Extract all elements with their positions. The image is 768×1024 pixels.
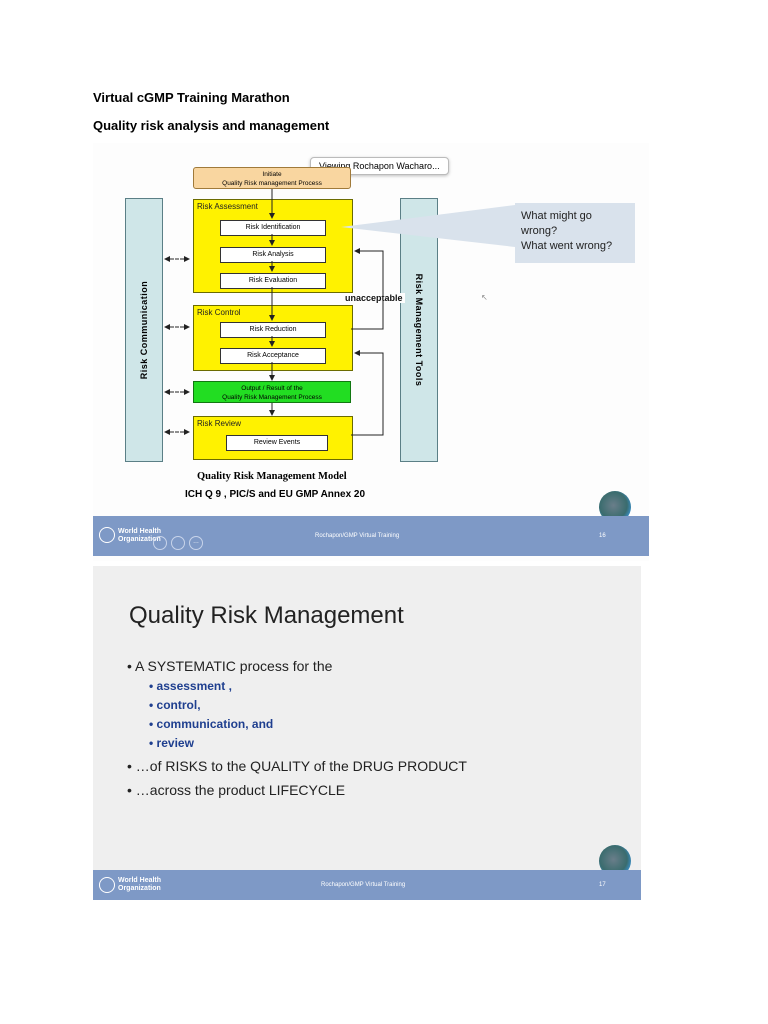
sub-item-text: assessment , [156,679,232,693]
bullet-3: • …across the product LIFECYCLE [127,782,346,798]
risk-analysis-box: Risk Analysis [220,247,326,263]
cursor-icon: ↖ [481,293,488,302]
bullet-2: • …of RISKS to the QUALITY of the DRUG P… [127,758,467,774]
risk-review-label: Risk Review [197,419,242,428]
control-icon[interactable] [153,536,167,550]
sub-item-text: review [156,736,194,750]
model-title: Quality Risk Management Model [197,471,347,482]
slide-footer: World Health Organization … Rochapon/GMP… [93,516,649,556]
more-options-icon[interactable]: … [189,536,203,550]
unacceptable-label: unacceptable [343,293,405,303]
sub-item: • control, [149,698,201,712]
slide-title: Quality Risk Management [129,602,404,629]
bullet-1-text: A SYSTEMATIC process for the [135,658,333,674]
slide-17: Quality Risk Management • A SYSTEMATIC p… [93,566,641,900]
bullet-2-text: …of RISKS to the QUALITY of the DRUG PRO… [135,758,467,774]
risk-review-box: Risk Review Review Events [193,416,353,460]
who-line-1: World Health [118,528,162,535]
sub-item: • communication, and [149,717,274,731]
slide-16: Viewing Rochapon Wacharo... Initiate Qua… [93,143,649,561]
callout-line-2: What went wrong? [521,240,613,252]
footer-center-text: Rochapon/GMP Virtual Training [321,882,406,888]
footer-center-text: Rochapon/GMP Virtual Training [315,533,400,539]
page-number: 16 [599,533,606,539]
who-text: World Health Organization [118,528,161,544]
sub-item-text: control, [156,698,201,712]
initiate-box: Initiate Quality Risk management Process [193,167,351,189]
who-logo-icon [99,877,115,893]
who-line-2: Organization [118,536,161,543]
risk-evaluation-box: Risk Evaluation [220,273,326,289]
who-line-1: World Health [118,877,162,884]
control-icon[interactable] [171,536,185,550]
flow-connectors [164,189,515,436]
model-subtitle: ICH Q 9 , PIC/S and EU GMP Annex 20 [185,489,366,500]
risk-assessment-label: Risk Assessment [197,202,258,211]
who-line-2: Organization [118,885,161,892]
sub-item: • assessment , [149,679,232,693]
risk-control-label: Risk Control [197,308,241,317]
sub-item-text: communication, and [156,717,274,731]
who-logo-icon [99,527,115,543]
risk-reduction-box: Risk Reduction [220,322,326,338]
document-heading-1: Virtual cGMP Training Marathon [93,90,290,105]
bullet-3-text: …across the product LIFECYCLE [135,782,346,798]
risk-assessment-box: Risk Assessment Risk Identification Risk… [193,199,353,293]
who-text: World Health Organization [118,877,161,893]
risk-identification-box: Risk Identification [220,220,326,236]
page-number: 17 [599,882,606,888]
output-box: Output / Result of the Quality Risk Mana… [193,381,351,403]
question-callout: What might go wrong? What went wrong? [515,203,635,263]
risk-communication-bar: Risk Communication [125,198,163,462]
risk-management-tools-bar: Risk Management Tools [400,198,438,462]
risk-acceptance-box: Risk Acceptance [220,348,326,364]
document-heading-2: Quality risk analysis and management [93,118,330,133]
callout-line-1: What might go wrong? [521,210,592,237]
slide-footer: World Health Organization Rochapon/GMP V… [93,870,641,900]
bullet-1: • A SYSTEMATIC process for the [127,658,333,674]
review-events-box: Review Events [226,435,328,451]
sub-item: • review [149,736,194,750]
